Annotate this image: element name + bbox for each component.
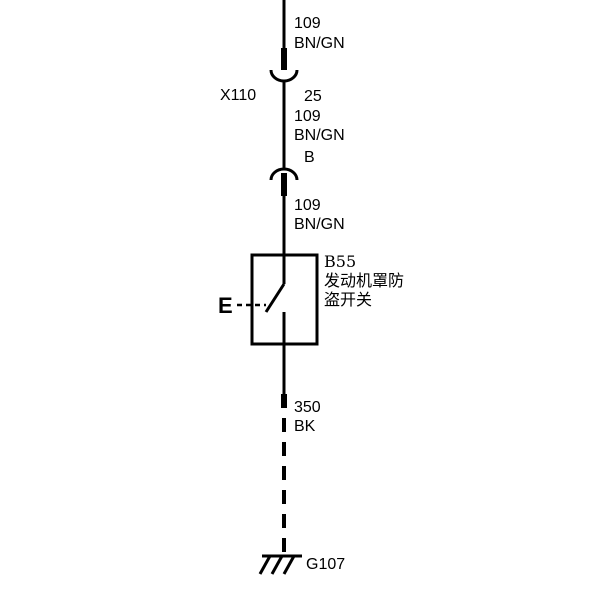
ground-g107-symbol xyxy=(258,554,302,575)
switch-b55-name-line2: 盗开关 xyxy=(324,290,372,309)
connector-x110-pin: 25 xyxy=(304,88,322,105)
wire-109-bottom-circuit: 109 xyxy=(294,197,321,214)
ground-g107-label: G107 xyxy=(306,556,345,573)
wire-350-color: BK xyxy=(294,418,316,435)
wire-109-bottom-color: BN/GN xyxy=(294,216,345,233)
wire-109-top-color: BN/GN xyxy=(294,35,345,52)
switch-b55-name-line1: 发动机罩防 xyxy=(324,271,404,290)
switch-b55-id: B55 xyxy=(324,252,356,271)
wire-109-middle-color: BN/GN xyxy=(294,127,345,144)
wire-109-top-circuit: 109 xyxy=(294,15,321,32)
switch-b55-blade xyxy=(264,283,286,313)
wire-350-circuit: 350 xyxy=(294,399,321,416)
switch-b55-terminal-label: E xyxy=(218,293,233,318)
connector-x110-name: X110 xyxy=(220,87,256,104)
wire-109-middle-circuit: 109 xyxy=(294,108,321,125)
connector-b-pin: B xyxy=(304,149,315,166)
connector-b-cup xyxy=(269,167,299,181)
connector-x110-cup xyxy=(269,69,299,83)
